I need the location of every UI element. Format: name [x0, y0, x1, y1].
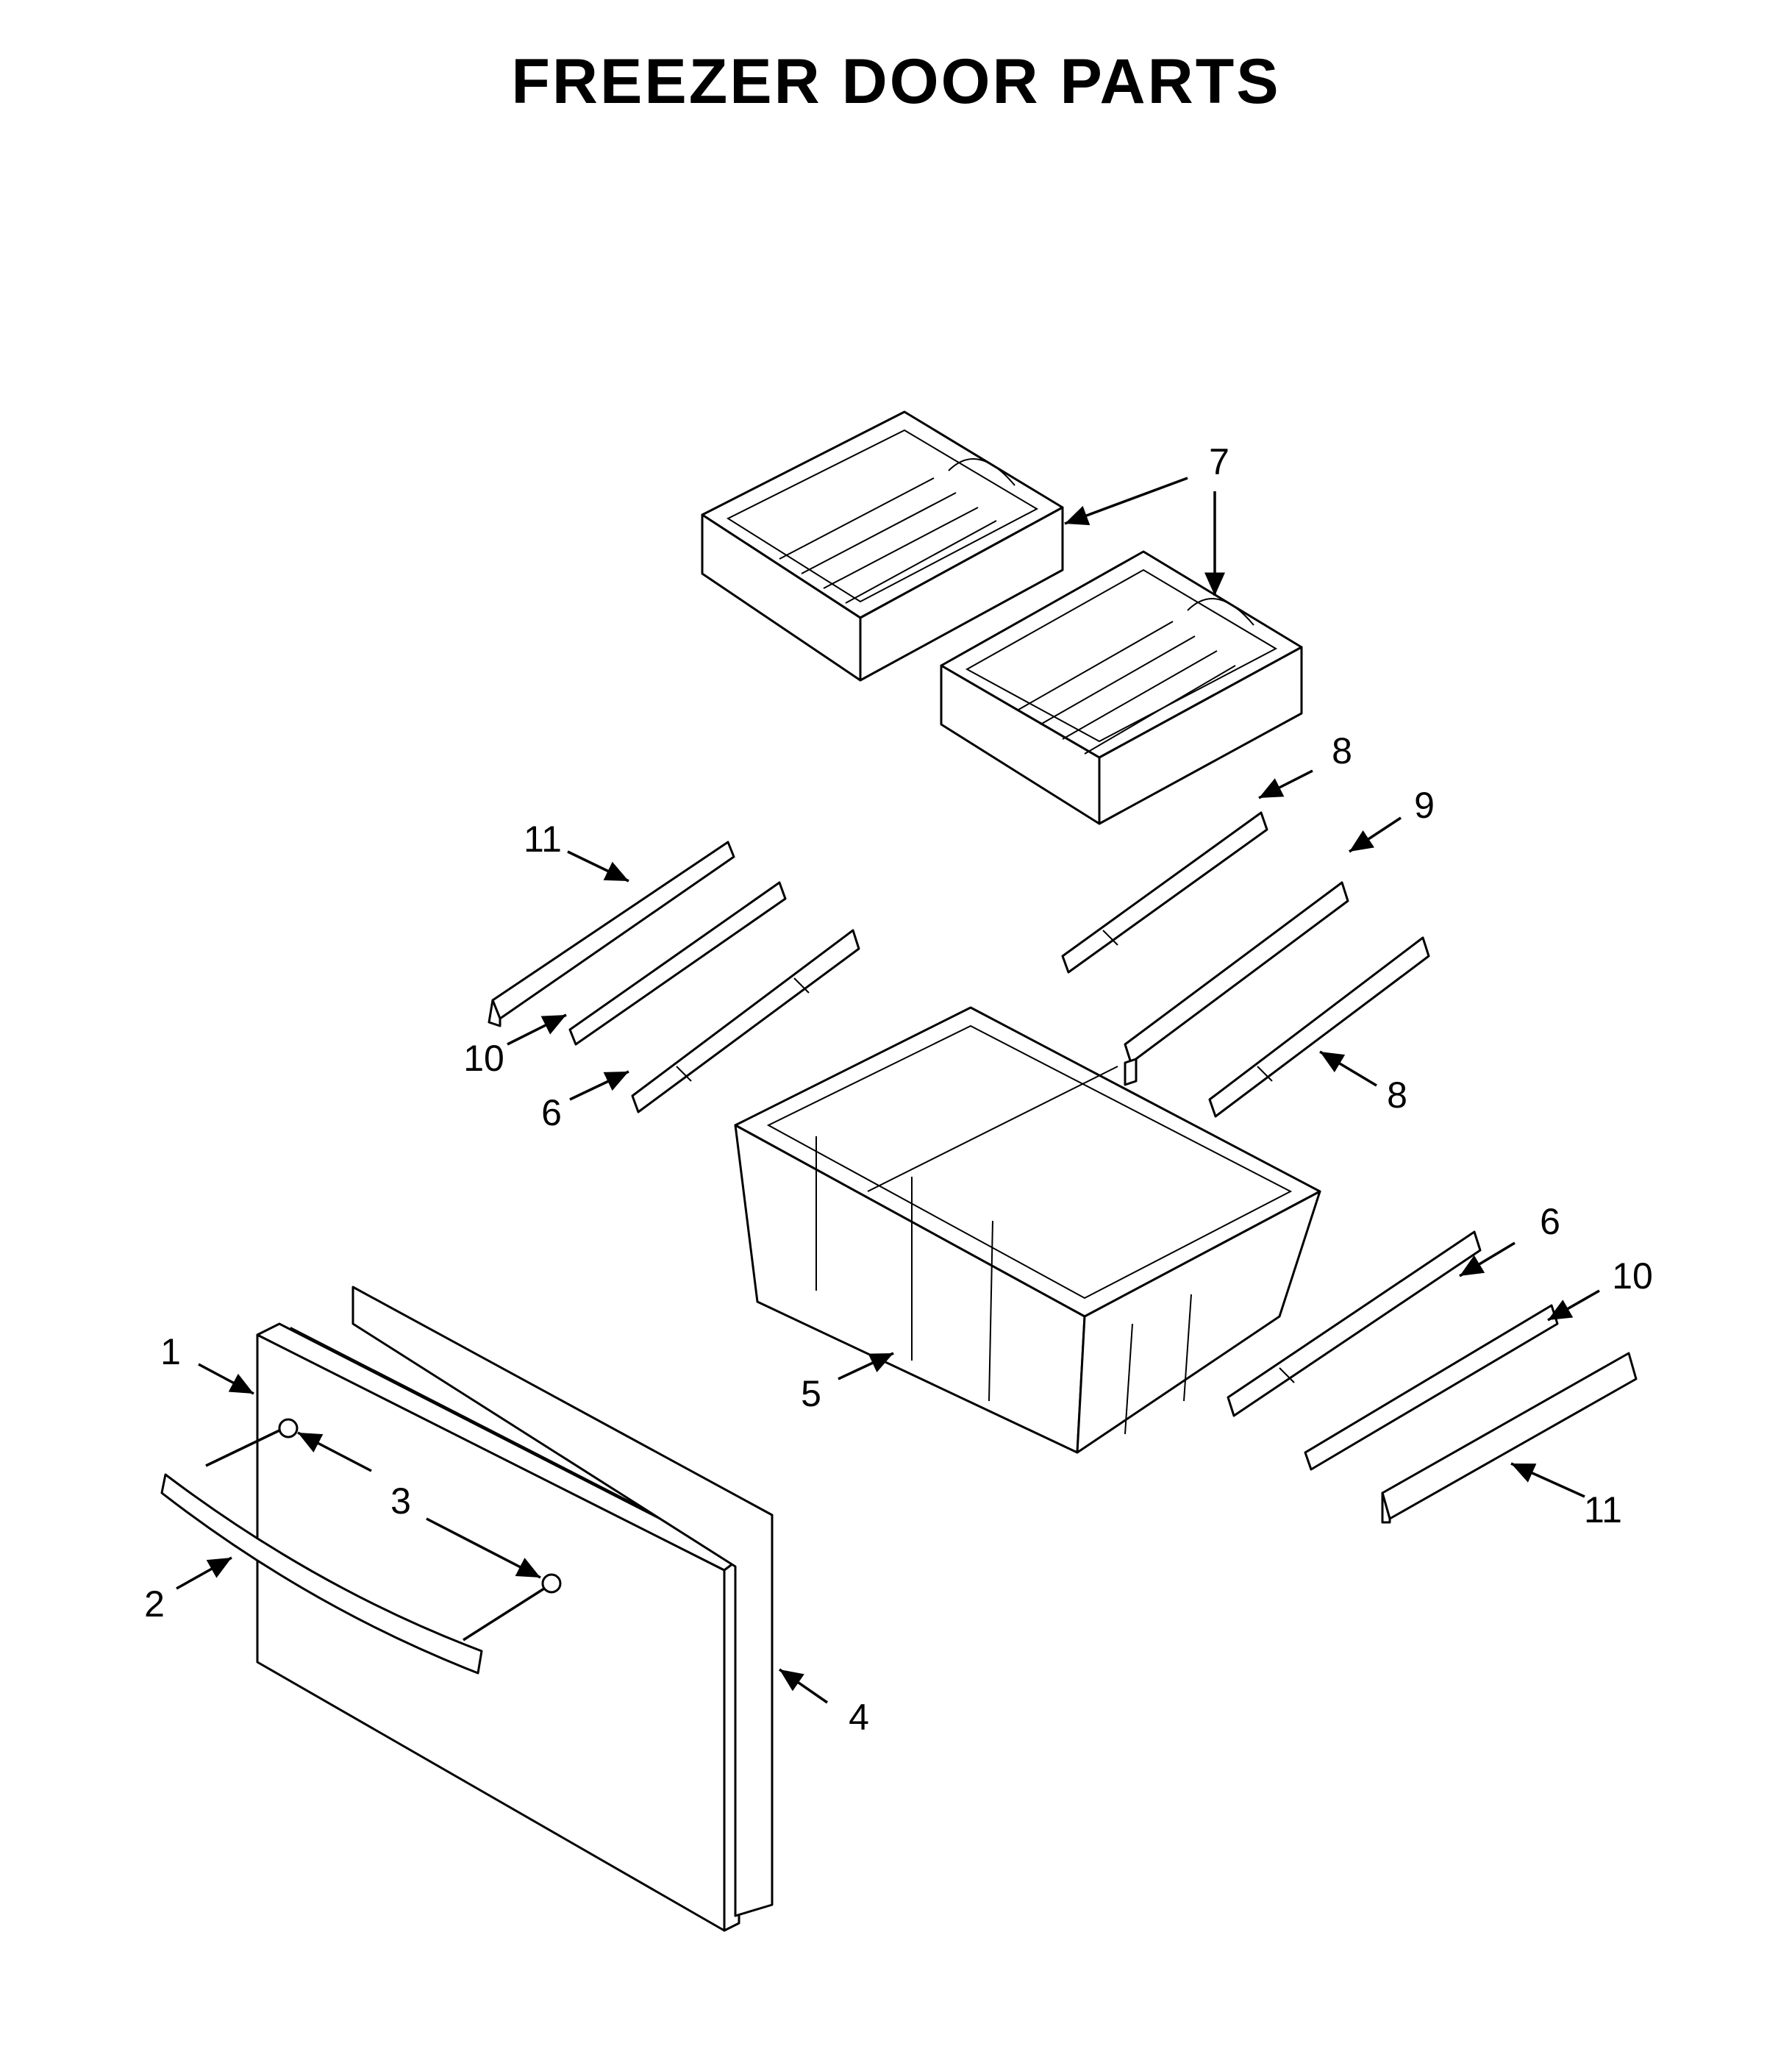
slide-lower-8 [1208, 936, 1430, 1118]
door-gasket [351, 1286, 774, 1917]
rail-lower-right-10 [1304, 1304, 1559, 1471]
upper-basket-right [940, 550, 1303, 825]
leader-lines [176, 477, 1600, 1704]
callout-8-upper: 8 [1332, 730, 1352, 771]
callout-6-left: 6 [541, 1092, 562, 1133]
callout-4: 4 [849, 1697, 869, 1738]
slide-lower-right-6 [1227, 1230, 1482, 1417]
callout-3: 3 [390, 1480, 411, 1522]
diagram-title: FREEZER DOOR PARTS [511, 46, 1281, 117]
callout-11-left: 11 [524, 819, 562, 860]
callout-9: 9 [1414, 785, 1435, 826]
slide-left-6 [631, 929, 860, 1113]
slide-upper-8 [1061, 811, 1268, 974]
door-handle [160, 1473, 483, 1675]
rail-cover-lower-right-11 [1381, 1352, 1638, 1524]
callout-7: 7 [1209, 441, 1229, 482]
callout-10-right: 10 [1612, 1255, 1653, 1297]
rail-upper-9 [1124, 881, 1349, 1086]
callout-2: 2 [144, 1583, 165, 1625]
callout-6-right: 6 [1540, 1201, 1560, 1242]
upper-basket-left [701, 410, 1064, 682]
main-freezer-basket [734, 1006, 1321, 1454]
callout-11-right: 11 [1584, 1489, 1622, 1530]
rail-left-10 [568, 881, 787, 1046]
callout-1: 1 [160, 1331, 181, 1372]
handle-screws [278, 1418, 562, 1594]
callout-10-left: 10 [463, 1038, 504, 1079]
rail-cover-left-11 [488, 841, 735, 1027]
callout-8-lower: 8 [1387, 1074, 1407, 1116]
callout-5: 5 [801, 1373, 821, 1414]
